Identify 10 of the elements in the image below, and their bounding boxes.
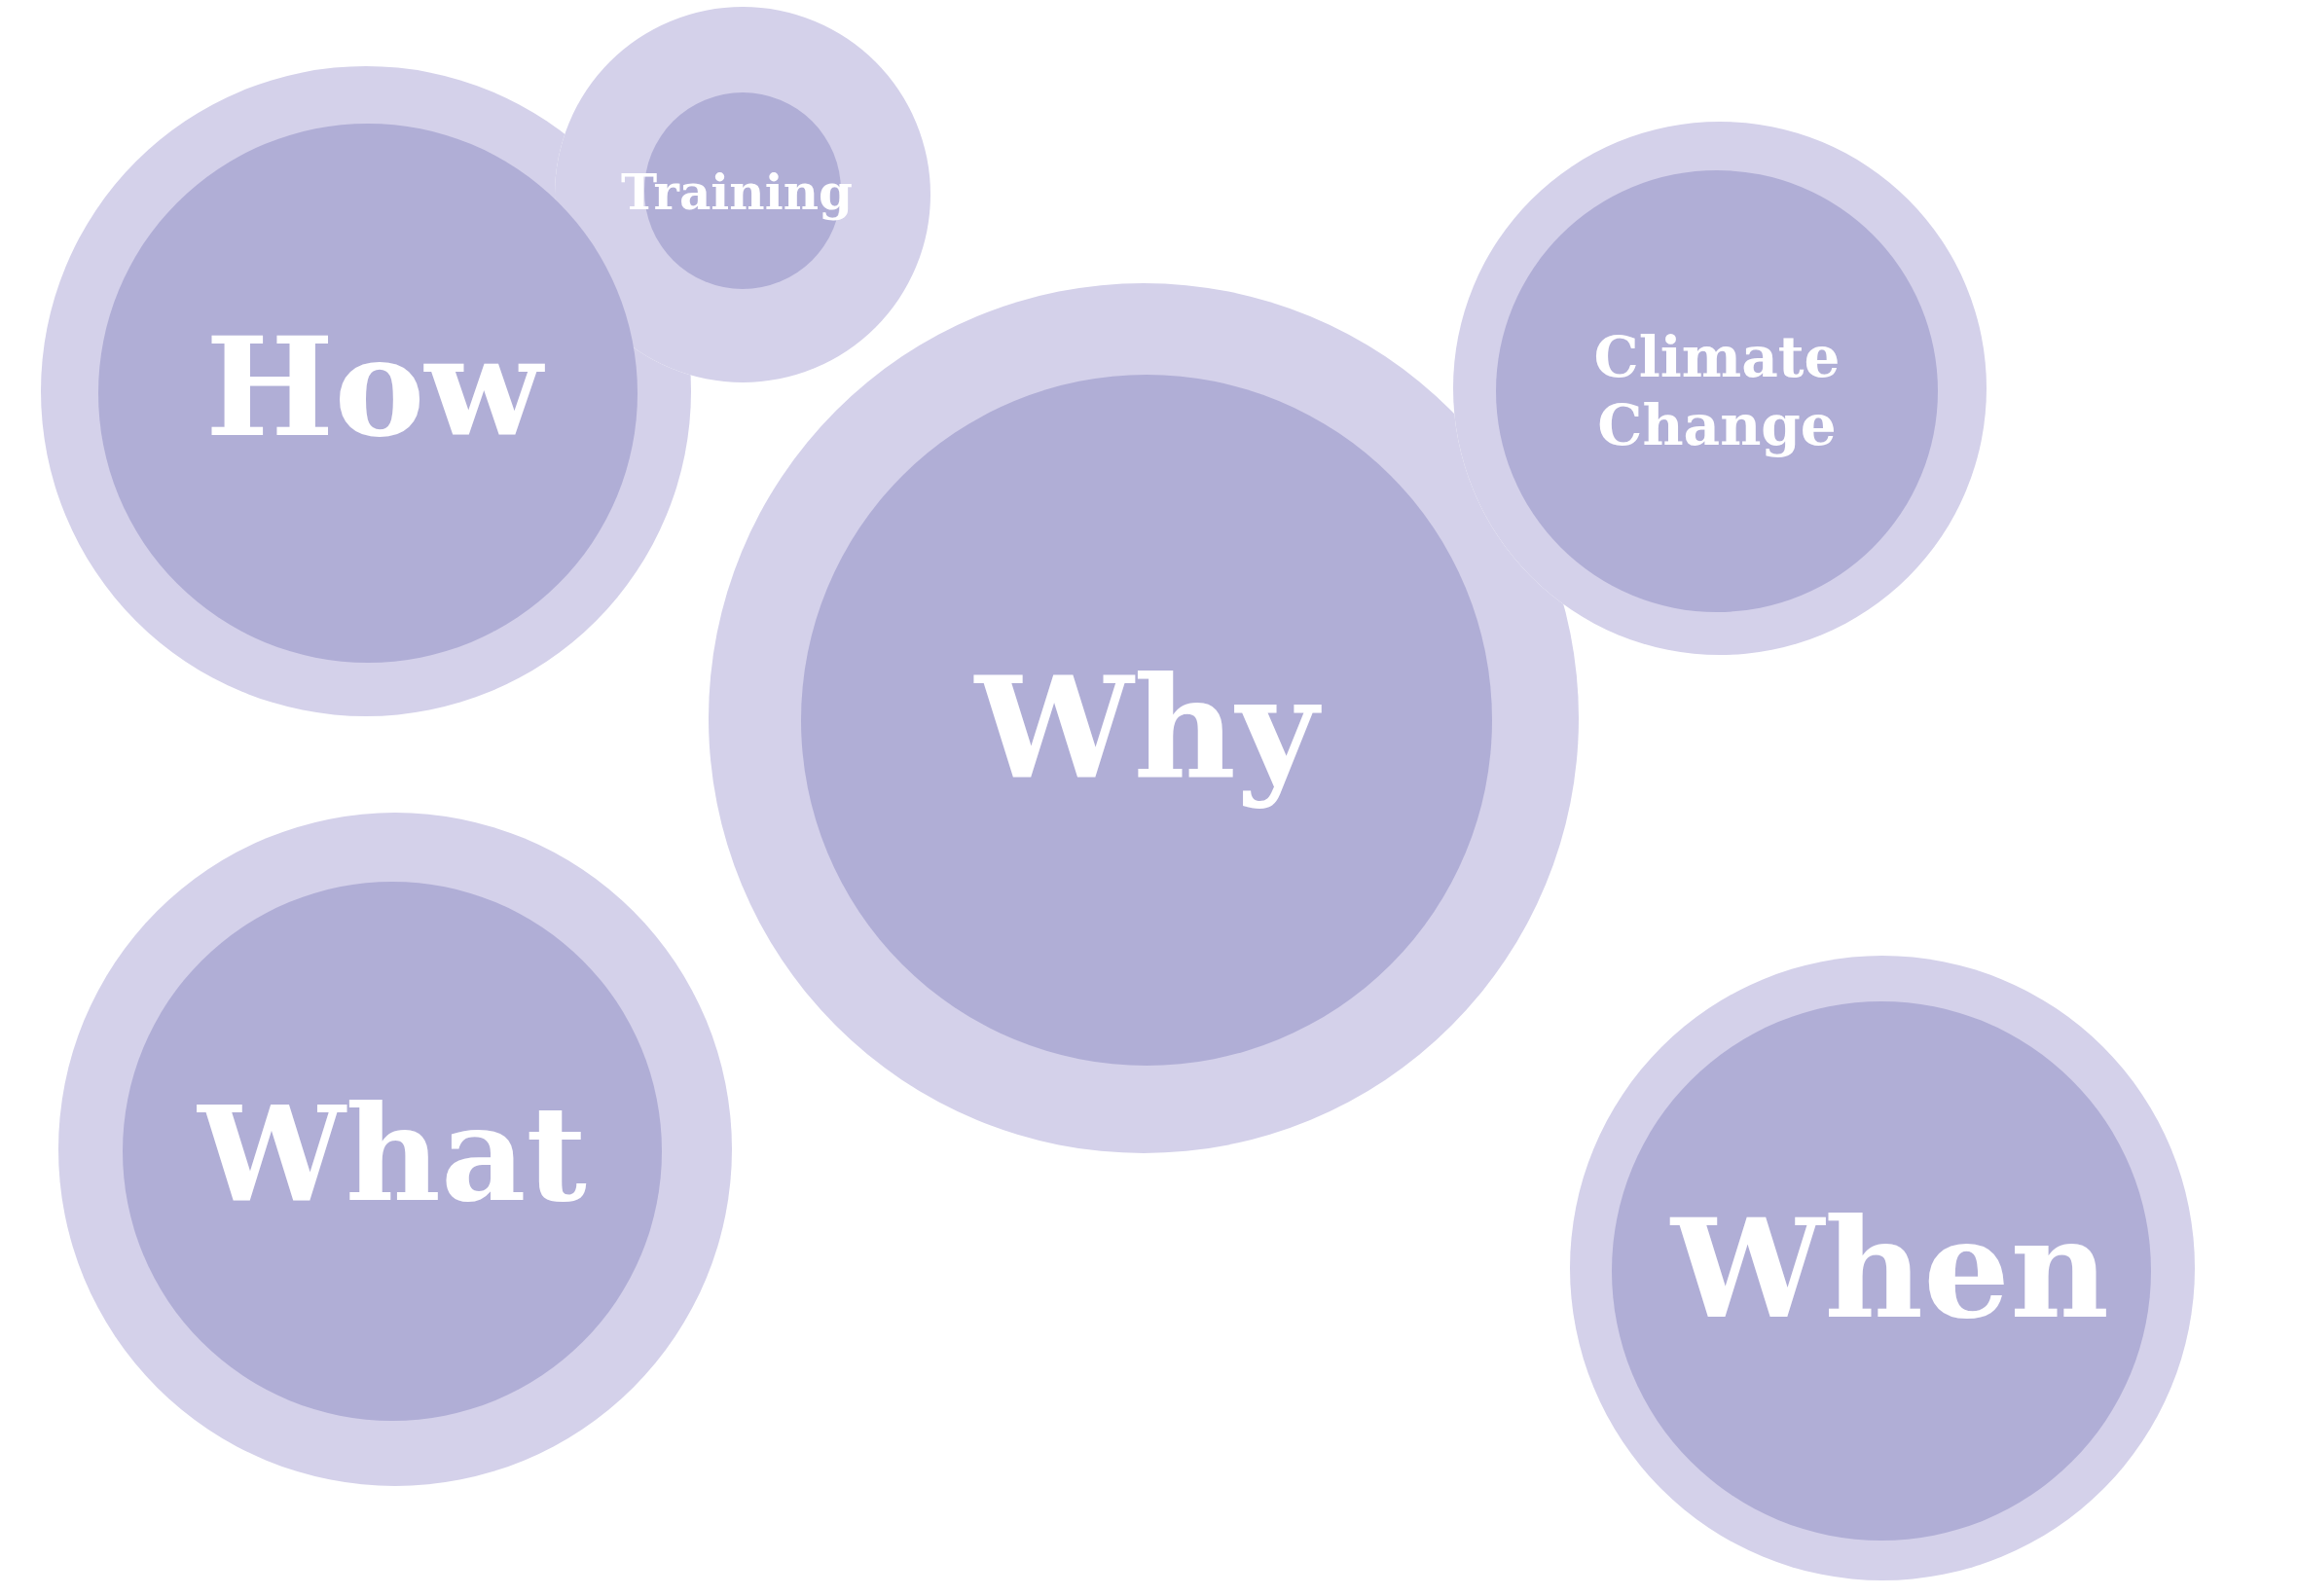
bubble-circle (555, 7, 930, 382)
bubble-label: What (198, 1075, 587, 1233)
bubble-label: When (1671, 1188, 2109, 1351)
bubble-circle (709, 283, 1579, 1153)
bubble-label: Climate Change (1592, 324, 1841, 460)
bubble-circle (58, 813, 732, 1486)
bubble-label: Training (621, 163, 853, 222)
bubble-circle (1453, 122, 1987, 655)
bubble-label: How (204, 307, 543, 469)
bubble-circle (1570, 956, 2195, 1580)
